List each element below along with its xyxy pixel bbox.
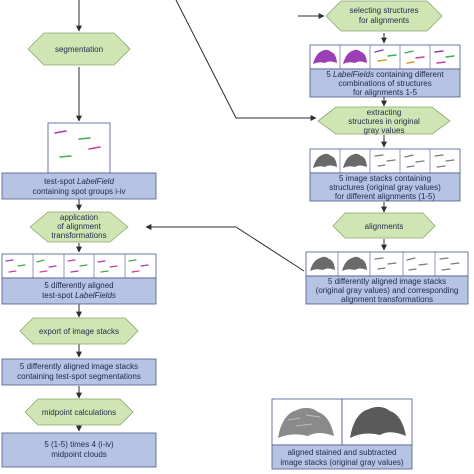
step-segmentation: segmentation bbox=[27, 32, 131, 66]
aligned-thumbnail-1 bbox=[310, 256, 335, 271]
result-label-line: combinations of structures bbox=[338, 79, 431, 88]
result-aligned-labelfields: 5 differently aligned test-spot LabelFie… bbox=[1, 253, 157, 305]
result-box bbox=[305, 275, 469, 305]
connectors bbox=[76, 0, 387, 432]
result-box bbox=[309, 172, 461, 202]
result-box bbox=[1, 432, 157, 468]
result-label-line: alignment transformations bbox=[341, 295, 433, 304]
result-label-line: 5 LabelFields containing different bbox=[326, 70, 444, 79]
result-label-line: containing spot groups i-iv bbox=[33, 187, 126, 196]
structure-thumbnail-1 bbox=[313, 49, 337, 64]
result-box bbox=[1, 172, 157, 200]
thumbnail-dividers bbox=[339, 149, 431, 173]
result-label-line: 5 differently aligned image stacks bbox=[328, 277, 446, 286]
thumbnail-dividers bbox=[339, 45, 431, 69]
step-label: segmentation bbox=[55, 45, 103, 54]
result-label-line: 5 differently aligned image stacks bbox=[20, 362, 138, 371]
result-test-spot: test-spot LabelField containing spot gro… bbox=[1, 122, 157, 200]
gray-structure-thumbnail-5 bbox=[434, 154, 455, 168]
thumbnail-dividers bbox=[32, 254, 126, 278]
step-shape bbox=[325, 0, 443, 32]
gray-structure-thumbnail-4 bbox=[404, 154, 425, 168]
result-label-line: test-spot LabelFields bbox=[42, 291, 116, 300]
step-application: application of alignment transformations bbox=[29, 211, 129, 243]
step-midpoint: midpoint calculations bbox=[24, 398, 134, 426]
structure-thumbnail-4 bbox=[404, 50, 425, 64]
result-label-line: test-spot LabelField bbox=[44, 177, 114, 186]
spot-group-thumbnail bbox=[54, 130, 101, 158]
thumbnail-frame bbox=[47, 122, 111, 174]
aligned-thumbnail-5 bbox=[439, 257, 460, 271]
aligned-thumbnail-2 bbox=[342, 256, 367, 271]
result-label-line: for alignments 1-5 bbox=[353, 88, 418, 97]
step-label-line: selecting structures bbox=[350, 6, 419, 15]
step-label-line: application bbox=[60, 213, 98, 222]
step-shape bbox=[24, 398, 134, 426]
step-extracting: extracting structures in original gray v… bbox=[317, 106, 451, 135]
step-label: alignments bbox=[365, 222, 404, 231]
aligned-thumbnail-3 bbox=[374, 257, 397, 270]
gray-structure-thumbnail-1 bbox=[313, 153, 337, 168]
step-selecting-structures: selecting structures for alignments bbox=[325, 0, 443, 32]
aligned-spot-thumbnails bbox=[5, 259, 149, 273]
step-label-line: for alignments bbox=[359, 16, 409, 25]
result-box bbox=[271, 444, 413, 470]
subtracted-stack-thumbnail bbox=[350, 406, 406, 438]
result-label-line: 5 differently aligned bbox=[44, 281, 113, 290]
step-label: midpoint calculations bbox=[42, 408, 116, 417]
step-shape bbox=[19, 317, 139, 345]
step-label-line: transformations bbox=[51, 231, 106, 240]
result-midpoint-clouds: 5 (1-5) times 4 (i-iv) midpoint clouds bbox=[1, 432, 157, 468]
result-box bbox=[1, 358, 157, 386]
step-shape bbox=[27, 32, 131, 66]
gray-structure-thumbnail-2 bbox=[343, 153, 367, 168]
step-export: export of image stacks bbox=[19, 317, 139, 345]
result-label-line: for different alignments (1-5) bbox=[335, 192, 436, 201]
result-label-line: containing test-spot segmentations bbox=[17, 372, 141, 381]
aligned-thumbnail-4 bbox=[406, 257, 428, 271]
result-box bbox=[309, 68, 461, 98]
result-label-line: structures (original gray values) bbox=[329, 183, 441, 192]
thumbnail-strip bbox=[1, 253, 157, 279]
step-alignments: alignments bbox=[332, 212, 436, 239]
result-label-line: midpoint clouds bbox=[51, 450, 107, 459]
result-labelfields: 5 LabelFields containing different combi… bbox=[309, 44, 461, 98]
result-box bbox=[1, 277, 157, 305]
connector-aligned-stacks-to-application bbox=[145, 224, 305, 272]
step-label-line: structures in original bbox=[348, 117, 420, 126]
gray-structure-thumbnail-3 bbox=[374, 154, 396, 167]
step-label-line: gray values bbox=[364, 126, 405, 135]
structure-thumbnail-3 bbox=[374, 49, 397, 62]
stained-stack-marks bbox=[287, 414, 321, 427]
result-label-line: 5 (1-5) times 4 (i-iv) bbox=[44, 440, 114, 449]
result-aligned-stacks: 5 differently aligned image stacks (orig… bbox=[305, 251, 469, 305]
result-label-line: image stacks (original gray values) bbox=[280, 458, 403, 467]
thumbnail-dividers bbox=[337, 252, 436, 276]
step-shape bbox=[332, 212, 436, 239]
result-label-line: (original gray values) and corresponding bbox=[316, 286, 459, 295]
step-label-line: of alignment bbox=[57, 222, 101, 231]
structure-thumbnail-2 bbox=[343, 49, 367, 64]
result-segmentations: 5 differently aligned image stacks conta… bbox=[1, 358, 157, 386]
structure-thumbnail-5 bbox=[434, 50, 455, 64]
step-shape bbox=[317, 106, 451, 135]
result-label-line: 5 image stacks containing bbox=[339, 174, 431, 183]
step-label-line: extracting bbox=[367, 108, 402, 117]
step-shape bbox=[29, 211, 129, 243]
step-label: export of image stacks bbox=[39, 327, 119, 336]
result-label-line: aligned stained and subtracted bbox=[288, 448, 397, 457]
stained-stack-thumbnail bbox=[278, 407, 334, 438]
result-stacks-structures: 5 image stacks containing structures (or… bbox=[309, 148, 461, 202]
result-final-aligned: aligned stained and subtracted image sta… bbox=[271, 398, 413, 470]
connector-diagonal-to-extracting bbox=[175, 0, 317, 121]
